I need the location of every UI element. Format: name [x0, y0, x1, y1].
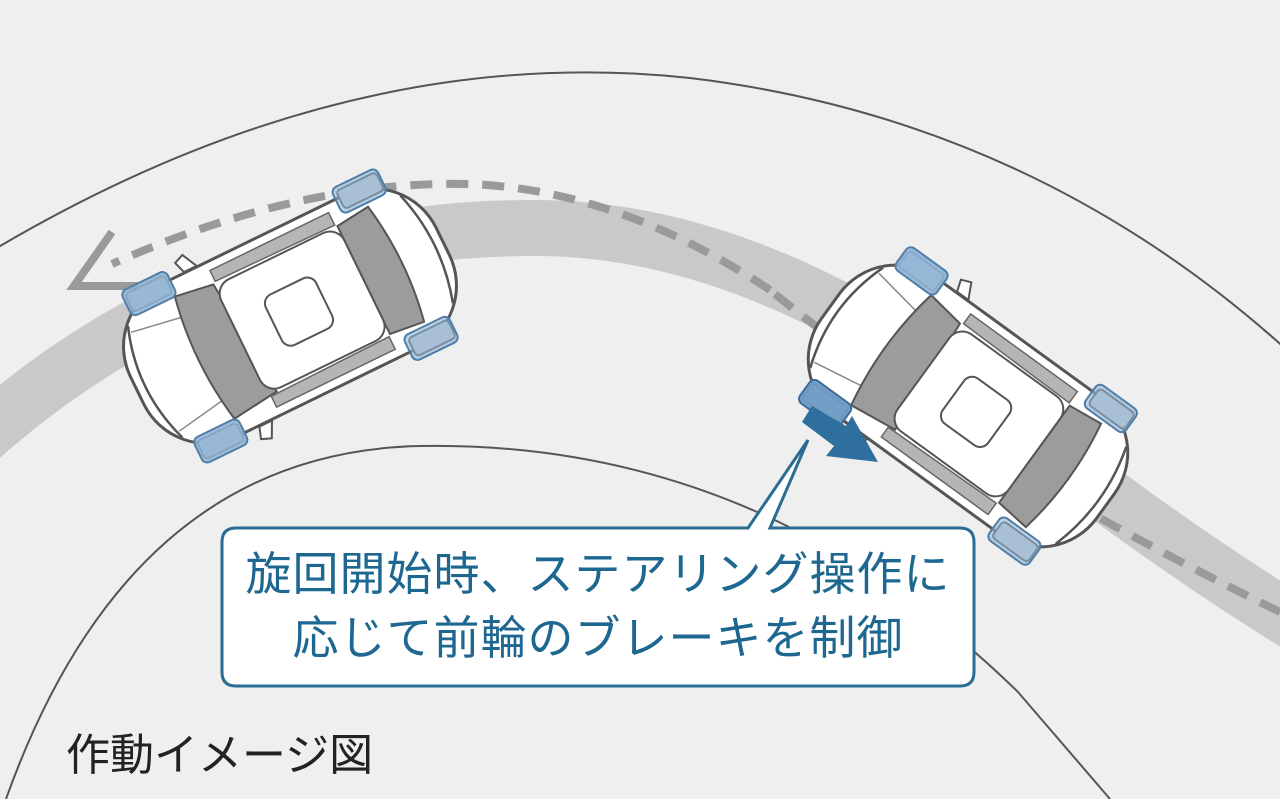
force-arrow-icon	[802, 406, 878, 462]
callout-line-2: 応じて前輪のブレーキを制御	[292, 611, 904, 665]
road-edge-outer	[0, 71, 1280, 346]
callout-bubble	[220, 439, 976, 688]
path-dashed-upper	[110, 179, 773, 294]
dashed-arrow-icon	[66, 229, 138, 290]
callout-line-1: 旋回開始時、ステアリング操作に	[245, 547, 951, 601]
callout-text: 旋回開始時、ステアリング操作に 応じて前輪のブレーキを制御	[222, 528, 974, 684]
figure-caption: 作動イメージ図	[66, 730, 374, 781]
car-before-turn	[769, 222, 1167, 590]
car-after-turn	[90, 148, 490, 484]
